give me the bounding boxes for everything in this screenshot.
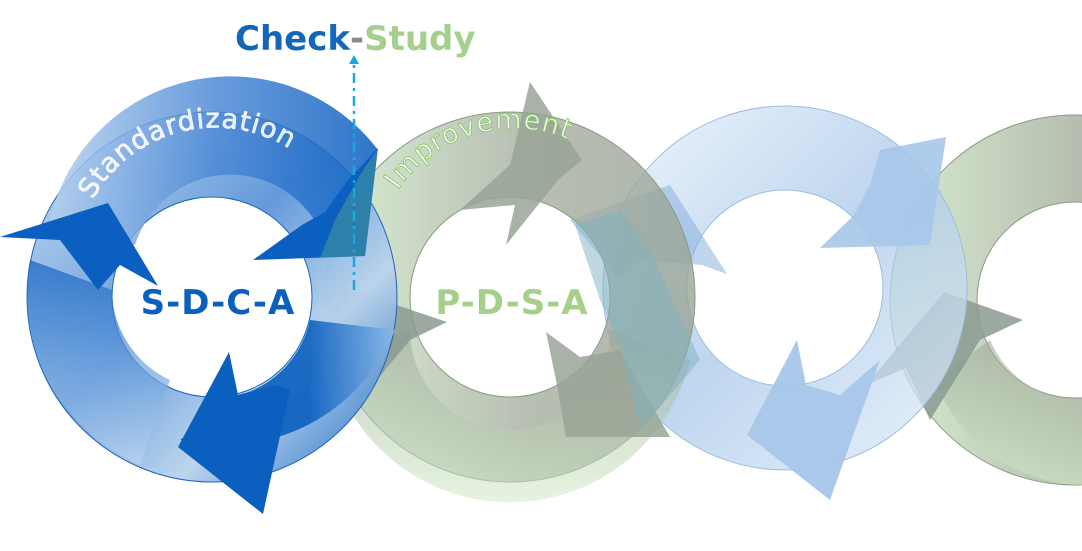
check-study-arrow: [349, 55, 359, 290]
cycle-4-bottom-band: [935, 340, 1082, 485]
sdca-code: S-D-C-A: [141, 283, 296, 323]
sdca-top-band: [50, 76, 378, 246]
pdsa-arrow-top: [460, 82, 582, 245]
sdca-left-band: [26, 260, 170, 465]
title-study: Study: [364, 19, 475, 59]
title-separator: -: [350, 19, 364, 59]
sdca-arrow-bottom: [178, 352, 290, 514]
arrowhead-up-icon: [349, 55, 359, 64]
title-check: Check: [235, 19, 351, 59]
pdsa-arrow-right-overlap: [575, 210, 700, 430]
pdsa-bottom-band: [330, 330, 690, 503]
cycle-sdca: [0, 76, 398, 514]
cycle-3-arrow-top-right: [820, 137, 946, 248]
sdca-pdsa-overlap: [320, 148, 378, 258]
cycle-3-arrow-bottom: [747, 340, 880, 500]
sdca-arrow-left: [0, 203, 158, 290]
pdsa-code: P-D-S-A: [435, 283, 588, 323]
check-study-title: Check-Study: [235, 19, 476, 59]
